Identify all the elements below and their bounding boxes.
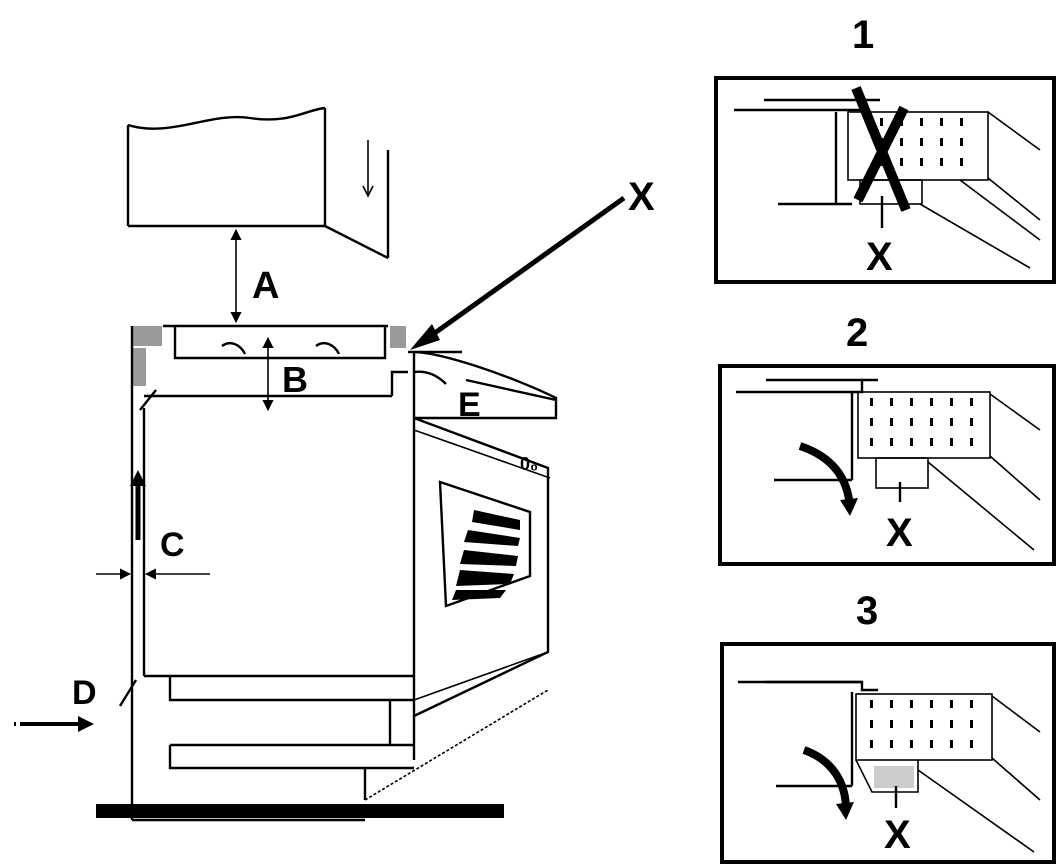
hob-top [132, 324, 406, 386]
cooker-body: 0₀ [96, 326, 558, 822]
detail-panel-1: 1 X [714, 13, 1056, 284]
dimension-a: A [230, 228, 279, 324]
wall-cabinet [126, 106, 390, 260]
oven-window-hatch [452, 510, 520, 600]
label-x-main: X [628, 175, 655, 219]
vent-left [132, 326, 162, 346]
panel-3-number: 3 [856, 589, 878, 633]
panel-2-hatch [870, 398, 973, 446]
label-e: E [458, 386, 481, 424]
main-installation-drawing: A B [14, 106, 655, 822]
panel-1-number: 1 [852, 13, 874, 57]
panel-2-callout: X [886, 511, 913, 555]
dimension-b: B [262, 336, 308, 412]
airflow-arrow-up [130, 470, 146, 540]
panel-1-callout: X [866, 235, 893, 279]
label-d: D [72, 674, 97, 712]
inflow-d: D [14, 674, 138, 732]
panel-3-callout: X [884, 813, 911, 857]
pointer-x: X [410, 175, 655, 350]
callout-e: E [413, 370, 557, 424]
label-c: C [160, 526, 185, 564]
knob-mark: 0₀ [520, 454, 538, 474]
panel-3-hatch [870, 700, 973, 748]
panel-2-number: 2 [846, 311, 868, 355]
dimension-c: C [96, 526, 210, 580]
detail-panel-3: 3 X [720, 589, 1056, 864]
label-a: A [252, 265, 279, 307]
label-b: B [282, 359, 308, 400]
detail-panel-2: 2 X [718, 311, 1056, 566]
floor [96, 804, 504, 818]
vent-right [390, 326, 406, 348]
